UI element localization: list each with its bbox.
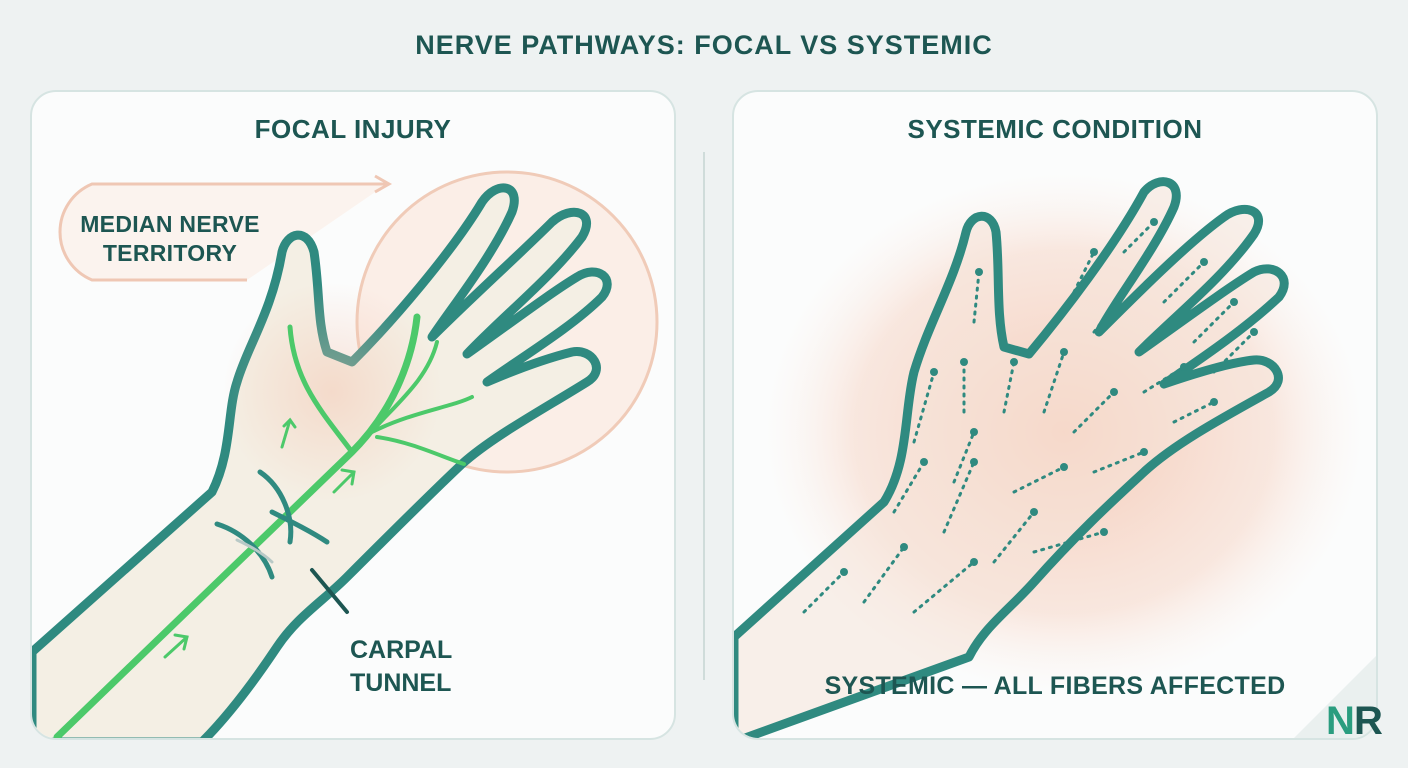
systemic-condition-panel: SYSTEMIC CONDITION SYSTEMIC — ALL FIBERS…: [732, 90, 1378, 740]
nerve-branch-thumb: [287, 324, 355, 455]
panel-divider: [703, 152, 705, 680]
systemic-arrow-heads: [840, 218, 1258, 576]
nerve-flow-arrows: [163, 417, 356, 659]
carpal-label-line1: CARPAL: [350, 636, 453, 664]
focal-hand-illustration: [32, 170, 659, 738]
focal-injury-heading: FOCAL INJURY: [254, 114, 452, 144]
nerve-branch-ring: [375, 435, 466, 466]
territory-label-outline: [58, 182, 387, 282]
logo-letter-n: N: [1326, 699, 1355, 743]
territory-label-line2: TERRITORY: [102, 240, 238, 266]
focal-injury-panel: FOCAL INJURY MEDIAN NERVE TERRITORY CARP…: [30, 90, 676, 740]
territory-label-line1: MEDIAN NERVE: [80, 211, 260, 237]
territory-arrow-head: [374, 174, 393, 194]
systemic-hand-outline: [734, 177, 1289, 738]
nr-logo: N R: [1326, 699, 1383, 743]
nerve-branch-index: [365, 340, 439, 439]
systemic-condition-heading: SYSTEMIC CONDITION: [907, 114, 1203, 144]
carpal-tunnel-arc-top: [257, 469, 294, 545]
systemic-hand-illustration: [734, 172, 1376, 738]
median-nerve: [53, 313, 421, 738]
median-nerve-territory-label: MEDIAN NERVE TERRITORY: [70, 210, 270, 268]
nerve-branch-middle: [370, 395, 474, 434]
carpal-pointer: [310, 568, 349, 614]
carpal-label-line2: TUNNEL: [350, 669, 452, 697]
logo-letter-r: R: [1354, 699, 1383, 743]
page-title: NERVE PATHWAYS: FOCAL VS SYSTEMIC: [415, 30, 993, 60]
systemic-caption: SYSTEMIC — ALL FIBERS AFFECTED: [824, 672, 1286, 700]
carpal-tunnel-arc-left: [214, 521, 275, 580]
carpal-tunnel-arc-right: [269, 509, 330, 545]
carpal-tunnel-label: CARPAL TUNNEL: [350, 634, 452, 700]
systemic-fiber-arrows: [802, 220, 1256, 614]
